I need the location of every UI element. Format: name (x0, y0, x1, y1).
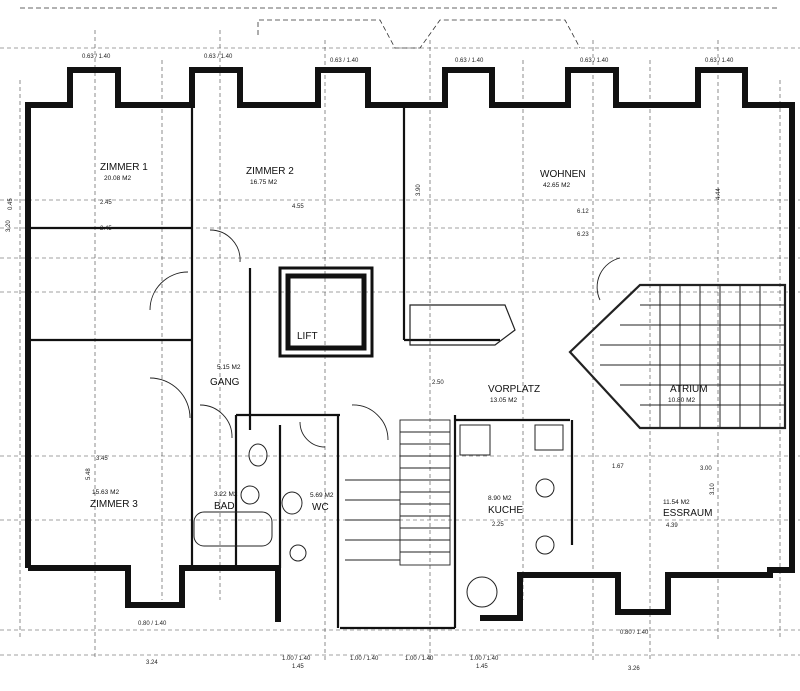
dim-left-a: 0.45 (8, 198, 14, 210)
dim-vor-a: 2.50 (432, 380, 444, 386)
dim-left-b: 3.20 (6, 220, 12, 232)
dim-z3-a: 3.45 (96, 456, 108, 462)
dim-bottom-c: 1.45 (476, 664, 488, 670)
door-swings (149, 229, 621, 448)
window-label-bottom-5: 1.00 / 1.40 (470, 656, 499, 662)
room-name-kuche: KUCHE (488, 505, 523, 516)
lift-shaft (278, 266, 374, 358)
dim-kuche-a: 2.25 (492, 522, 504, 528)
window-label-bottom-3: 1.00 / 1.40 (350, 656, 379, 662)
room-area-bad: 3.22 M2 (214, 491, 238, 498)
room-area-zimmer-3: 15.63 M2 (92, 489, 119, 496)
exterior-walls (25, 67, 795, 622)
room-name-atrium: ATRIUM (670, 384, 708, 395)
window-label-bottom-1: 0.80 / 1.40 (138, 621, 167, 627)
room-area-zimmer-2: 16.75 M2 (250, 179, 277, 186)
dim-essraum-c: 4.39 (666, 523, 678, 529)
room-area-vorplatz: 13.05 M2 (490, 397, 517, 404)
room-name-wc: WC (312, 502, 329, 513)
window-label-bottom-4: 1.00 / 1.40 (405, 656, 434, 662)
kitchen-counter (409, 304, 516, 346)
window-label-top-1: 0.63 / 1.40 (82, 54, 111, 60)
dim-z1-a: 2.45 (100, 200, 112, 206)
interior-walls (28, 105, 574, 630)
sanitary-fixtures (193, 424, 564, 608)
staircase (345, 419, 451, 566)
dimension-labels: 2.45 2.45 4.55 6.12 6.23 3.90 4.44 3.45 … (6, 184, 722, 672)
room-name-zimmer-2: ZIMMER 2 (246, 166, 294, 177)
room-name-essraum: ESSRAUM (663, 508, 712, 519)
window-labels: 0.63 / 1.40 0.63 / 1.40 0.63 / 1.40 0.63… (82, 54, 734, 662)
dim-wohnen-c: 3.90 (416, 184, 422, 196)
dim-z3-b: 5.48 (86, 468, 92, 480)
dim-z2-a: 4.55 (292, 204, 304, 210)
window-label-top-4: 0.63 / 1.40 (455, 58, 484, 64)
room-name-bad: BAD (214, 501, 235, 512)
room-name-gang: GANG (210, 377, 240, 388)
dim-wohnen-b: 6.23 (577, 232, 589, 238)
atrium-glazing (568, 283, 787, 430)
room-area-wohnen: 42.65 M2 (543, 182, 570, 189)
room-area-atrium: 10.80 M2 (668, 397, 695, 404)
room-area-kuche: 8.90 M2 (488, 495, 512, 502)
window-label-top-3: 0.63 / 1.40 (330, 58, 359, 64)
room-name-zimmer-1: ZIMMER 1 (100, 162, 148, 173)
dim-bottom-b: 1.45 (292, 664, 304, 670)
dim-essraum-a: 3.00 (700, 466, 712, 472)
room-area-essraum: 11.54 M2 (663, 499, 690, 506)
room-name-vorplatz: VORPLATZ (488, 384, 540, 395)
room-name-lift: LIFT (297, 331, 318, 342)
window-label-top-6: 0.63 / 1.40 (705, 58, 734, 64)
room-area-zimmer-1: 20.08 M2 (104, 175, 131, 182)
dim-wohnen-d: 4.44 (716, 188, 722, 200)
dim-bottom-a: 3.24 (146, 660, 158, 666)
window-label-top-5: 0.63 / 1.40 (580, 58, 609, 64)
window-label-bottom-2: 1.00 / 1.40 (282, 656, 311, 662)
dim-bottom-d: 3.26 (628, 666, 640, 672)
room-name-wohnen: WOHNEN (540, 169, 586, 180)
dim-z1-b: 2.45 (100, 226, 112, 232)
room-name-zimmer-3: ZIMMER 3 (90, 499, 138, 510)
dim-wohnen-a: 6.12 (577, 209, 589, 215)
dim-vor-b: 1.67 (612, 464, 624, 470)
room-area-gang: 5.15 M2 (217, 364, 241, 371)
window-label-top-2: 0.63 / 1.40 (204, 54, 233, 60)
room-labels: ZIMMER 1 20.08 M2 ZIMMER 2 16.75 M2 WOHN… (90, 162, 712, 519)
roof-outline (20, 7, 780, 49)
dim-essraum-b: 3.10 (710, 483, 716, 495)
window-label-bottom-6: 0.80 / 1.40 (620, 630, 649, 636)
room-area-wc: 5.69 M2 (310, 492, 334, 499)
